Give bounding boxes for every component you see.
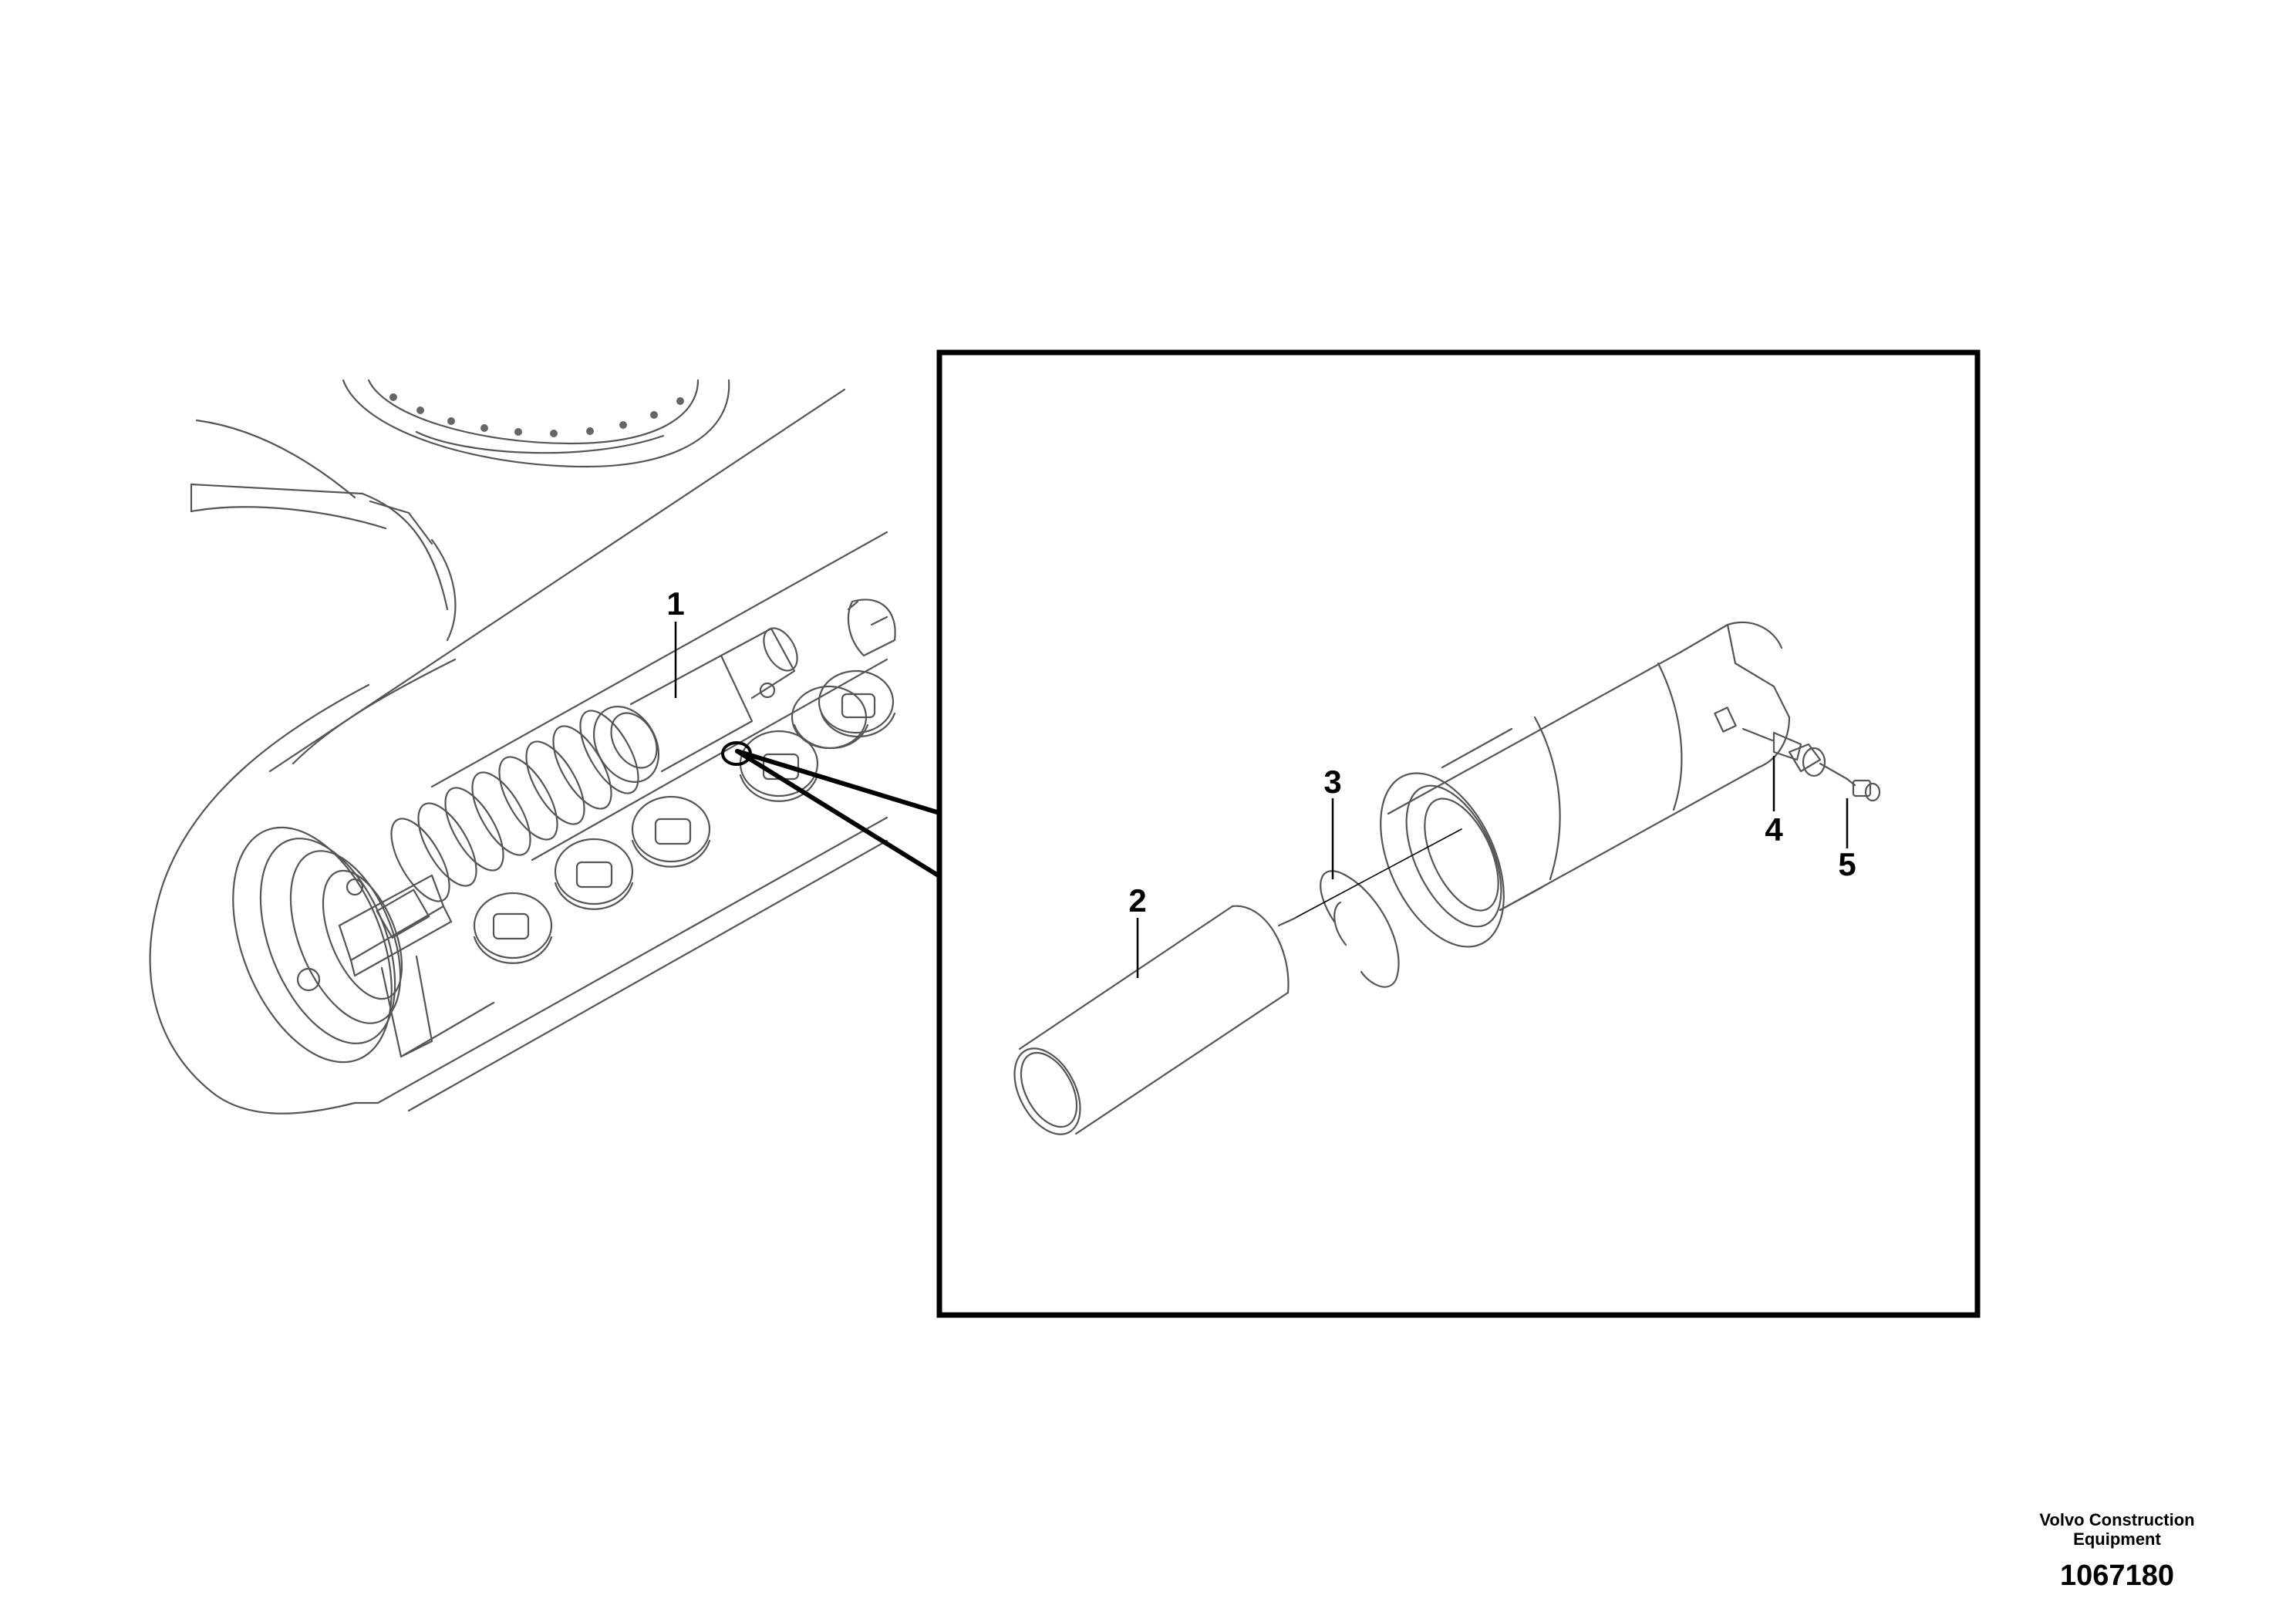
track-roller (473, 892, 553, 964)
callout-labels: 1 2 3 4 5 (666, 585, 1856, 919)
track-chain (149, 658, 457, 1114)
callout-5: 5 (1838, 846, 1856, 882)
circlip (1320, 870, 1400, 988)
detail-leader (721, 741, 942, 878)
undercarriage-overview (149, 379, 896, 1114)
callout-1: 1 (666, 585, 684, 622)
callout-leaders (674, 622, 1849, 978)
callout-3: 3 (1323, 764, 1341, 800)
callout-4: 4 (1765, 811, 1783, 848)
front-idler-wheel (232, 826, 403, 1064)
assembly-axis (1287, 828, 1462, 922)
idler-bracket (338, 874, 495, 1058)
publisher-credit: Volvo Construction Equipment 1067180 (1994, 1510, 2240, 1592)
callout-2: 2 (1128, 882, 1146, 919)
cylinder-body (1380, 621, 1791, 948)
grease-fitting (1741, 727, 1849, 781)
upper-roller (847, 599, 896, 657)
document-number: 1067180 (2060, 1560, 2174, 1592)
maker-name-line-1: Volvo Construction (2039, 1510, 2195, 1529)
track-roller (554, 838, 634, 910)
grease-valve (1846, 777, 1881, 802)
track-roller (818, 669, 896, 737)
track-frame (190, 388, 888, 1112)
exploded-detail (1013, 621, 1881, 1135)
piston-rod (1013, 905, 1297, 1135)
detail-frame (936, 349, 1981, 1318)
maker-name-line-2: Equipment (2073, 1529, 2161, 1549)
grease-cylinder-overview (592, 627, 798, 783)
recoil-spring (390, 710, 639, 902)
track-roller (631, 795, 711, 868)
swing-bearing (342, 379, 730, 468)
